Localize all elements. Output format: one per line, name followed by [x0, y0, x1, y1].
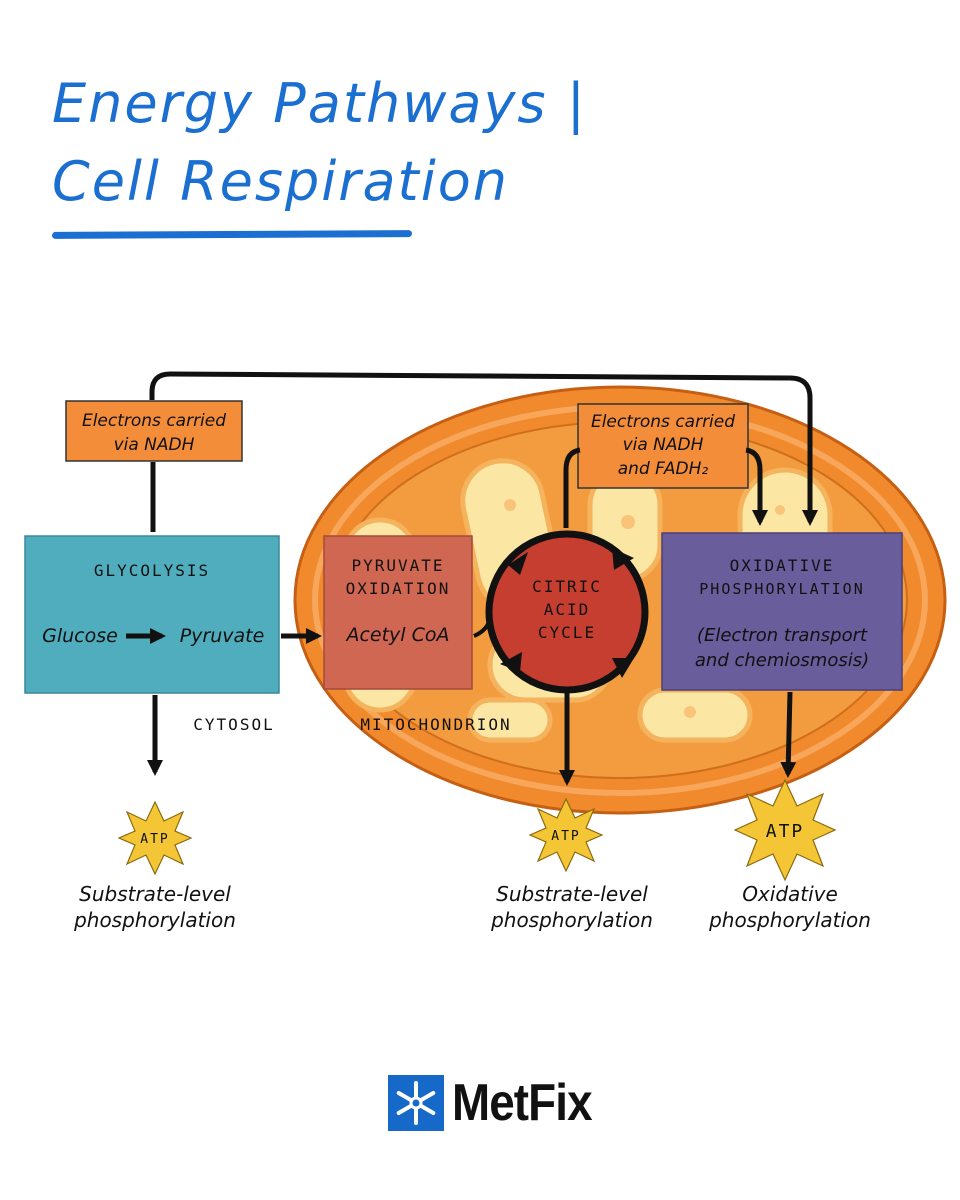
page-title-line-2: Cell Respiration [52, 150, 509, 213]
caption-2-line1: Substrate-level [496, 882, 648, 906]
glycolysis-title: GLYCOLYSIS [94, 561, 210, 580]
brand-name: MetFix [452, 1074, 593, 1132]
electrons-right-line2: via NADH [623, 435, 704, 455]
caption-2-line2: phosphorylation [490, 908, 653, 932]
oxidative-phosphorylation-box: OXIDATIVE PHOSPHORYLATION (Electron tran… [661, 532, 903, 691]
electrons-left-line2: via NADH [114, 435, 195, 455]
electrons-nadh-fadh2-box: Electrons carried via NADH and FADH₂ [577, 403, 749, 489]
glycolysis-box: GLYCOLYSIS Glucose Pyruvate [24, 535, 280, 694]
mitochondrion-label: MITOCHONDRION [360, 715, 511, 734]
electrons-nadh-box: Electrons carried via NADH [65, 400, 243, 462]
brand-logo: MetFix [388, 1073, 611, 1133]
electrons-right-line3: and FADH₂ [618, 459, 709, 479]
snowflake-icon [388, 1075, 444, 1131]
atp-label-2: ATP [551, 829, 580, 844]
citric-line2: ACID [544, 600, 591, 619]
caption-1-line2: phosphorylation [73, 908, 236, 932]
electrons-right-line1: Electrons carried [591, 412, 735, 432]
caption-3-line2: phosphorylation [708, 908, 871, 932]
atp-badge-glycolysis: ATP [117, 800, 193, 876]
electrons-to-oxphos-arrow [745, 447, 768, 526]
atp-label-1: ATP [140, 832, 169, 847]
atp-badge-citric: ATP [528, 797, 604, 873]
oxphos-line4: and chemiosmosis) [695, 650, 869, 671]
citric-to-electrons-connector [563, 447, 581, 528]
citric-line3: CYCLE [538, 623, 596, 642]
caption-1-line1: Substrate-level [79, 882, 231, 906]
oxphos-line3: (Electron transport [697, 625, 868, 646]
cytosol-label: CYTOSOL [193, 715, 274, 734]
atp-badge-oxphos: ATP [733, 778, 837, 882]
pyruvate-oxidation-line2: OXIDATION [346, 579, 451, 598]
glucose-label: Glucose [42, 625, 118, 647]
citric-line1: CITRIC [532, 577, 602, 596]
pyruvate-oxidation-line1: PYRUVATE [351, 556, 444, 575]
pyruvate-oxidation-box: PYRUVATE OXIDATION Acetyl CoA [323, 535, 473, 690]
oxphos-line1: OXIDATIVE [730, 556, 835, 575]
caption-3-line1: Oxidative [742, 882, 838, 906]
oxphos-atp-arrow [780, 691, 797, 778]
atp-label-3: ATP [766, 821, 805, 842]
acetyl-coa-label: Acetyl CoA [344, 624, 449, 646]
electrons-left-line1: Electrons carried [82, 411, 226, 431]
page-title-line-1: Energy Pathways | [52, 72, 587, 135]
citric-acid-cycle: CITRIC ACID CYCLE [485, 530, 649, 694]
electron-return-arrow [149, 371, 818, 526]
pyruvate-label: Pyruvate [180, 625, 265, 647]
oxphos-line2: PHOSPHORYLATION [699, 580, 864, 598]
